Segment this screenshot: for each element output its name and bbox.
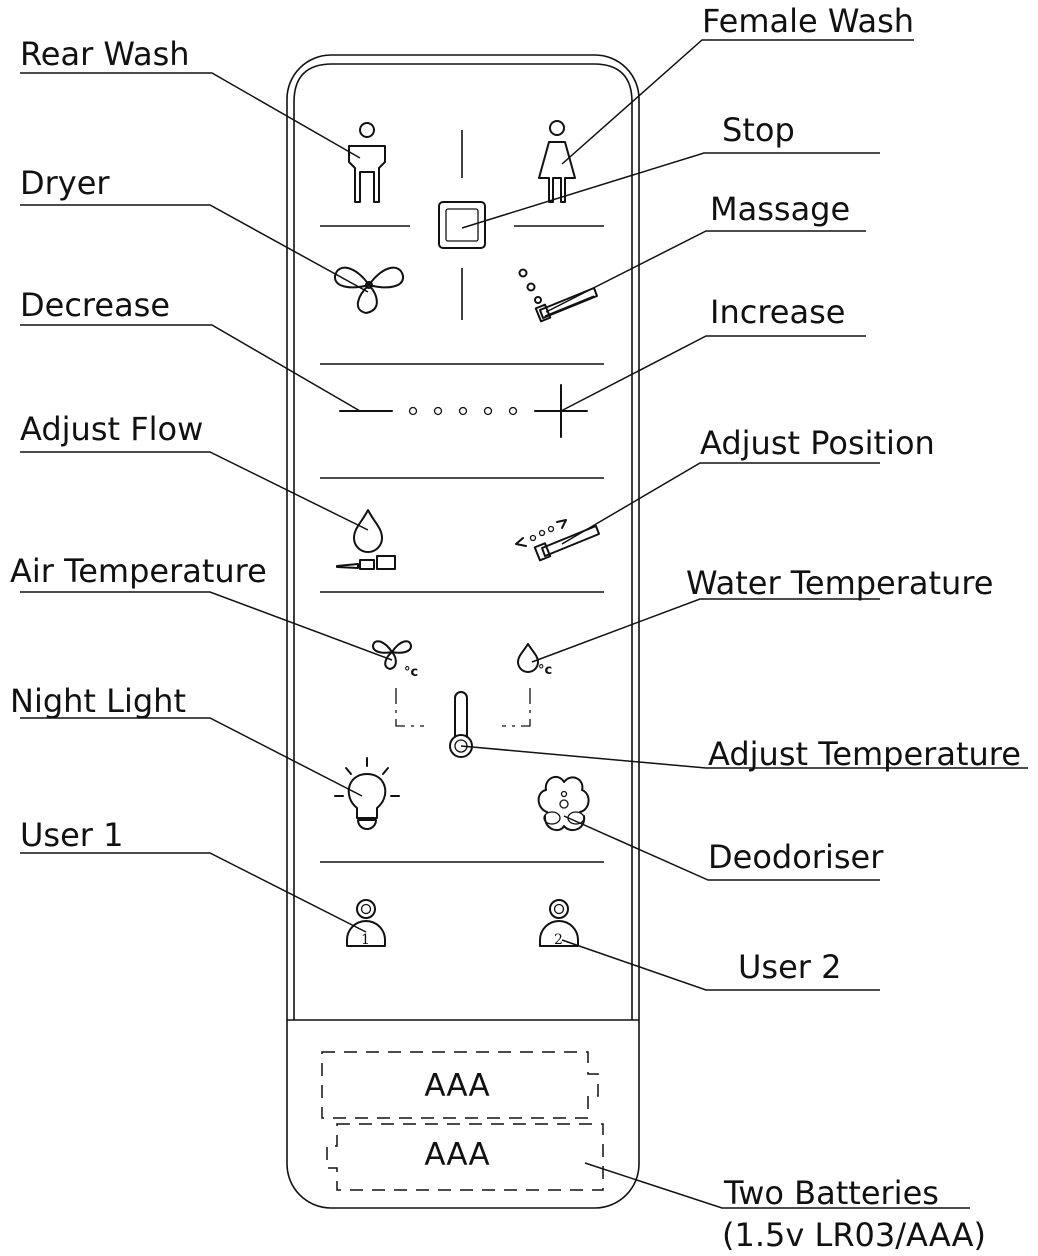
label-adjust-position: Adjust Position (700, 424, 935, 462)
battery-1-label: AAA (424, 1068, 489, 1104)
callout-labels: Rear Wash Female Wash Stop Dryer Massage… (10, 2, 1021, 1254)
panel-dividers (320, 130, 604, 863)
label-dryer: Dryer (20, 164, 110, 202)
temperature-brackets (395, 688, 531, 727)
deodoriser-icon[interactable] (537, 775, 590, 832)
air-temperature-icon[interactable]: °c (372, 640, 418, 680)
air-celsius-mark: °c (404, 665, 418, 680)
adjust-position-icon[interactable] (515, 519, 600, 562)
user-1-number: 1 (361, 932, 370, 948)
label-stop: Stop (722, 111, 795, 149)
massage-icon[interactable] (518, 268, 598, 323)
water-temperature-icon[interactable]: °c (517, 643, 552, 678)
female-wash-icon[interactable] (538, 120, 576, 203)
user-2-number: 2 (554, 932, 563, 948)
level-indicator-dots (408, 406, 518, 416)
battery-1: AAA (321, 1051, 599, 1119)
label-air-temperature: Air Temperature (10, 552, 267, 590)
label-rear-wash: Rear Wash (20, 35, 190, 73)
user-1-icon[interactable]: 1 (346, 899, 386, 948)
stop-button-icon[interactable] (438, 201, 486, 249)
label-adjust-flow: Adjust Flow (20, 410, 203, 448)
label-female-wash: Female Wash (702, 2, 914, 40)
remote-body (286, 54, 640, 1209)
label-water-temperature: Water Temperature (686, 564, 993, 602)
label-user-2: User 2 (738, 948, 841, 986)
water-celsius-mark: °c (538, 663, 552, 678)
battery-2: AAA (326, 1123, 604, 1191)
label-deodoriser: Deodoriser (708, 838, 884, 876)
label-two-batteries: Two Batteries (723, 1174, 939, 1212)
rear-wash-icon[interactable] (348, 122, 386, 203)
user-2-icon[interactable]: 2 (539, 899, 579, 948)
label-battery-spec: (1.5v LR03/AAA) (722, 1216, 986, 1254)
label-adjust-temperature: Adjust Temperature (708, 735, 1021, 773)
label-night-light: Night Light (10, 682, 186, 720)
night-light-icon[interactable] (334, 757, 400, 830)
label-decrease: Decrease (20, 286, 170, 324)
label-increase: Increase (710, 293, 845, 331)
battery-2-label: AAA (424, 1137, 489, 1173)
dryer-fan-icon[interactable] (334, 266, 404, 314)
label-massage: Massage (710, 190, 850, 228)
leader-lines (20, 39, 1028, 1209)
label-user-1: User 1 (20, 816, 123, 854)
adjust-flow-icon[interactable] (336, 509, 396, 570)
